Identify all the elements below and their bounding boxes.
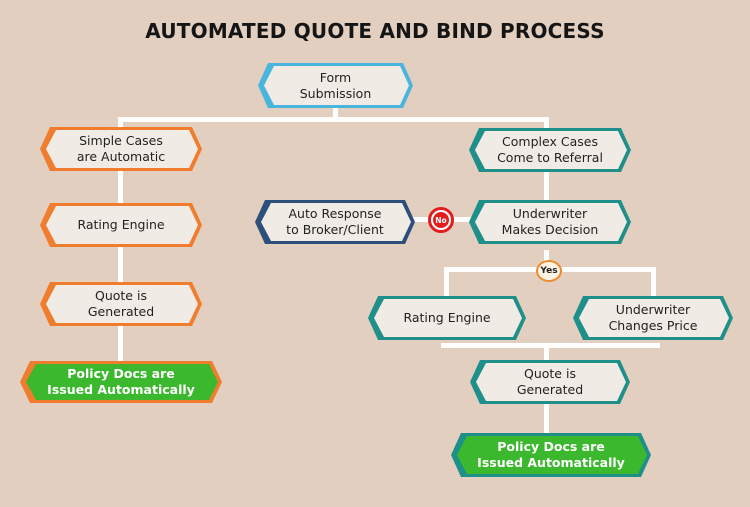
quote-generated-right-label: Quote is Generated xyxy=(516,366,584,397)
complex-cases-node: Complex Cases Come to Referral xyxy=(469,128,631,172)
rating-engine-right-node: Rating Engine xyxy=(368,296,526,340)
underwriter-price-label: Underwriter Changes Price xyxy=(608,302,698,333)
diagram-title: AUTOMATED QUOTE AND BIND PROCESS xyxy=(145,19,605,43)
no-badge-label: No xyxy=(433,212,449,228)
form-submission-label: Form Submission xyxy=(299,69,372,101)
policy-docs-right-node: Policy Docs are Issued Automatically xyxy=(451,433,651,477)
rating-engine-left-label: Rating Engine xyxy=(77,217,165,232)
underwriter-decision-label: Underwriter Makes Decision xyxy=(501,206,599,237)
policy-docs-left-label: Policy Docs are Issued Automatically xyxy=(47,366,195,397)
auto-response-node: Auto Response to Broker/Client xyxy=(255,200,415,244)
form-submission-node: Form Submission xyxy=(258,63,413,108)
auto-response-label: Auto Response to Broker/Client xyxy=(286,206,384,237)
quote-generated-left-label: Quote is Generated xyxy=(87,288,155,319)
quote-generated-left-node: Quote is Generated xyxy=(40,282,202,326)
complex-cases-label: Complex Cases Come to Referral xyxy=(497,134,603,165)
policy-docs-right-label: Policy Docs are Issued Automatically xyxy=(477,439,625,470)
underwriter-price-node: Underwriter Changes Price xyxy=(573,296,733,340)
policy-docs-left-node: Policy Docs are Issued Automatically xyxy=(20,361,222,403)
underwriter-decision-node: Underwriter Makes Decision xyxy=(469,200,631,244)
rating-engine-right-label: Rating Engine xyxy=(403,310,491,325)
simple-cases-node: Simple Cases are Automatic xyxy=(40,127,202,171)
yes-badge: Yes xyxy=(536,260,562,282)
quote-generated-right-node: Quote is Generated xyxy=(470,360,630,404)
simple-cases-label: Simple Cases are Automatic xyxy=(76,133,166,164)
no-badge: No xyxy=(428,207,454,233)
rating-engine-left-node: Rating Engine xyxy=(40,203,202,247)
